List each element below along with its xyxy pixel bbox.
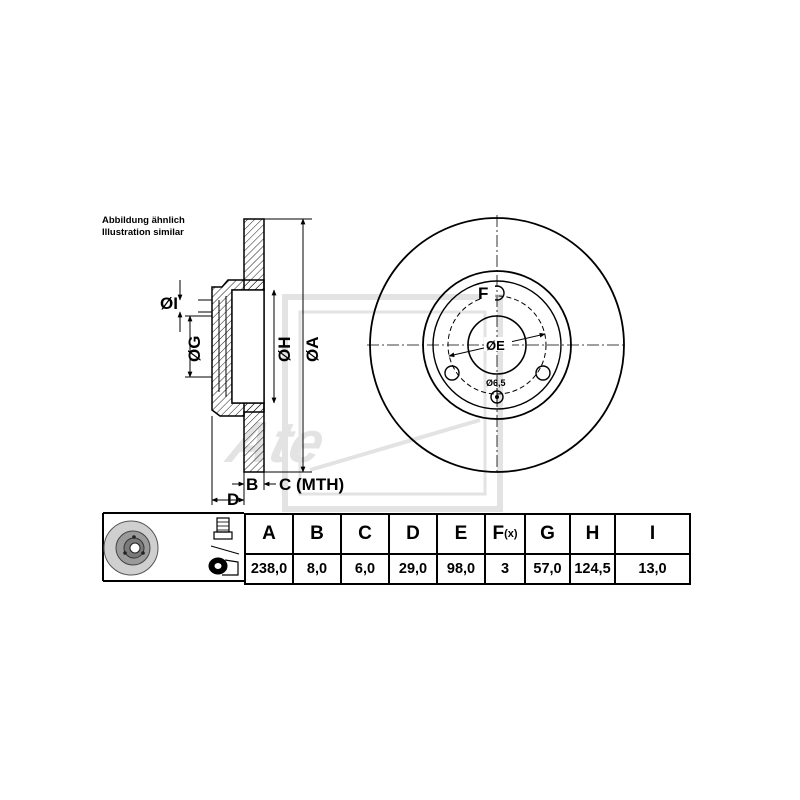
- dimension-value-row: 238,0 8,0 6,0 29,0 98,0 3 57,0 124,5 13,…: [244, 553, 691, 585]
- header-c: C: [340, 513, 390, 555]
- label-dia-i: ØI: [160, 294, 178, 313]
- label-d: D: [227, 490, 239, 509]
- note-illustration-en: Illustration similar: [102, 227, 184, 238]
- label-b: B: [246, 475, 258, 494]
- note-illustration-de: Abbildung ähnlich: [102, 215, 185, 226]
- dimension-table: A B C D E F(x) G H I 238,0 8,0 6,0 29,0 …: [244, 513, 691, 585]
- header-e: E: [436, 513, 486, 555]
- label-dia-a: ØA: [303, 337, 322, 363]
- header-h: H: [569, 513, 616, 555]
- value-d: 29,0: [388, 553, 438, 585]
- value-h: 124,5: [569, 553, 616, 585]
- header-d: D: [388, 513, 438, 555]
- section-view: [177, 218, 312, 505]
- value-c: 6,0: [340, 553, 390, 585]
- header-i: I: [614, 513, 691, 555]
- value-e: 98,0: [436, 553, 486, 585]
- bolt-hole-right: [535, 365, 551, 381]
- label-c-mth: C (MTH): [279, 475, 344, 494]
- wheel-bolt-icon: [208, 517, 240, 576]
- label-dia-h: ØH: [275, 337, 294, 363]
- label-dia-e: ØE: [486, 338, 505, 353]
- label-f: F: [478, 284, 488, 303]
- header-f-suffix: (x): [504, 528, 518, 540]
- value-i: 13,0: [614, 553, 691, 585]
- dimension-header-row: A B C D E F(x) G H I: [244, 513, 691, 555]
- header-g: G: [524, 513, 571, 555]
- ate-logo-text: Ate: [219, 410, 332, 475]
- brake-disc-thumbnail-icon: [103, 520, 159, 576]
- header-f-letter: F: [492, 523, 505, 544]
- value-a: 238,0: [244, 553, 294, 585]
- header-f: F(x): [484, 513, 526, 555]
- label-dia-g: ØG: [185, 336, 204, 362]
- bolt-hole-left: [444, 365, 460, 381]
- header-a: A: [244, 513, 294, 555]
- header-b: B: [292, 513, 342, 555]
- ate-logo-watermark: Ate: [219, 294, 503, 512]
- value-b: 8,0: [292, 553, 342, 585]
- value-g: 57,0: [524, 553, 571, 585]
- value-f: 3: [484, 553, 526, 585]
- label-hole-dia: Ø6,5: [486, 378, 506, 388]
